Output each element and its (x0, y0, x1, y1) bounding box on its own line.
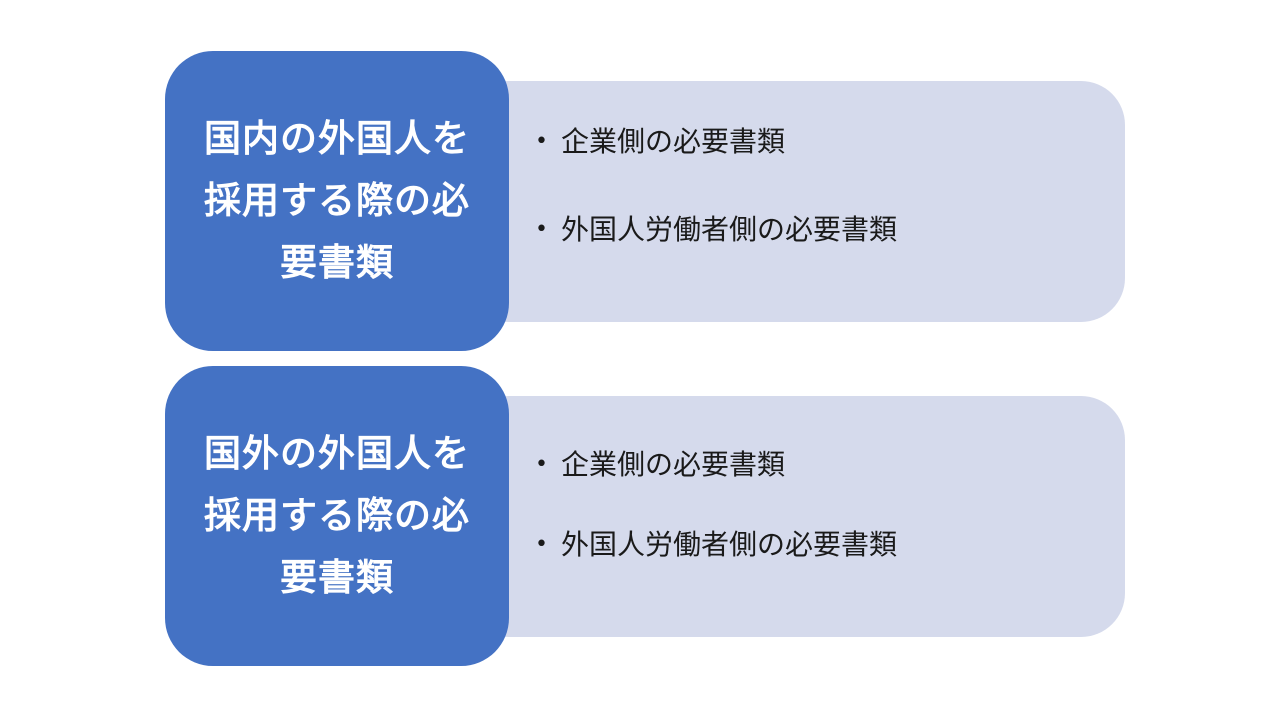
list-item-company-docs: • 企業側の必要書類 (533, 121, 897, 163)
title-box-domestic: 国内の外国人を採用する際の必要書類 (165, 51, 509, 351)
item-list-overseas: • 企業側の必要書類 • 外国人労働者側の必要書類 (533, 444, 897, 604)
bullet-dot-icon: • (535, 532, 548, 557)
list-item-worker-docs: • 外国人労働者側の必要書類 (533, 524, 897, 566)
title-text-domestic: 国内の外国人を採用する際の必要書類 (204, 117, 470, 284)
item-list-domestic: • 企業側の必要書類 • 外国人労働者側の必要書類 (533, 121, 897, 297)
document-block-domestic: 国内の外国人を採用する際の必要書類 • 企業側の必要書類 • 外国人労働者側の必… (165, 51, 1125, 351)
item-label: 外国人労働者側の必要書類 (561, 528, 898, 561)
list-item-company-docs: • 企業側の必要書類 (533, 444, 897, 486)
bullet-dot-icon: • (535, 129, 548, 154)
detail-box-overseas (465, 396, 1125, 637)
detail-box-domestic (465, 81, 1125, 322)
bullet-dot-icon: • (535, 452, 548, 477)
item-label: 企業側の必要書類 (561, 125, 786, 158)
list-item-worker-docs: • 外国人労働者側の必要書類 (533, 209, 897, 251)
title-text-overseas: 国外の外国人を採用する際の必要書類 (204, 432, 470, 599)
item-label: 企業側の必要書類 (561, 448, 786, 481)
title-box-overseas: 国外の外国人を採用する際の必要書類 (165, 366, 509, 666)
item-label: 外国人労働者側の必要書類 (561, 213, 898, 246)
document-block-overseas: 国外の外国人を採用する際の必要書類 • 企業側の必要書類 • 外国人労働者側の必… (165, 366, 1125, 666)
bullet-dot-icon: • (535, 217, 548, 242)
